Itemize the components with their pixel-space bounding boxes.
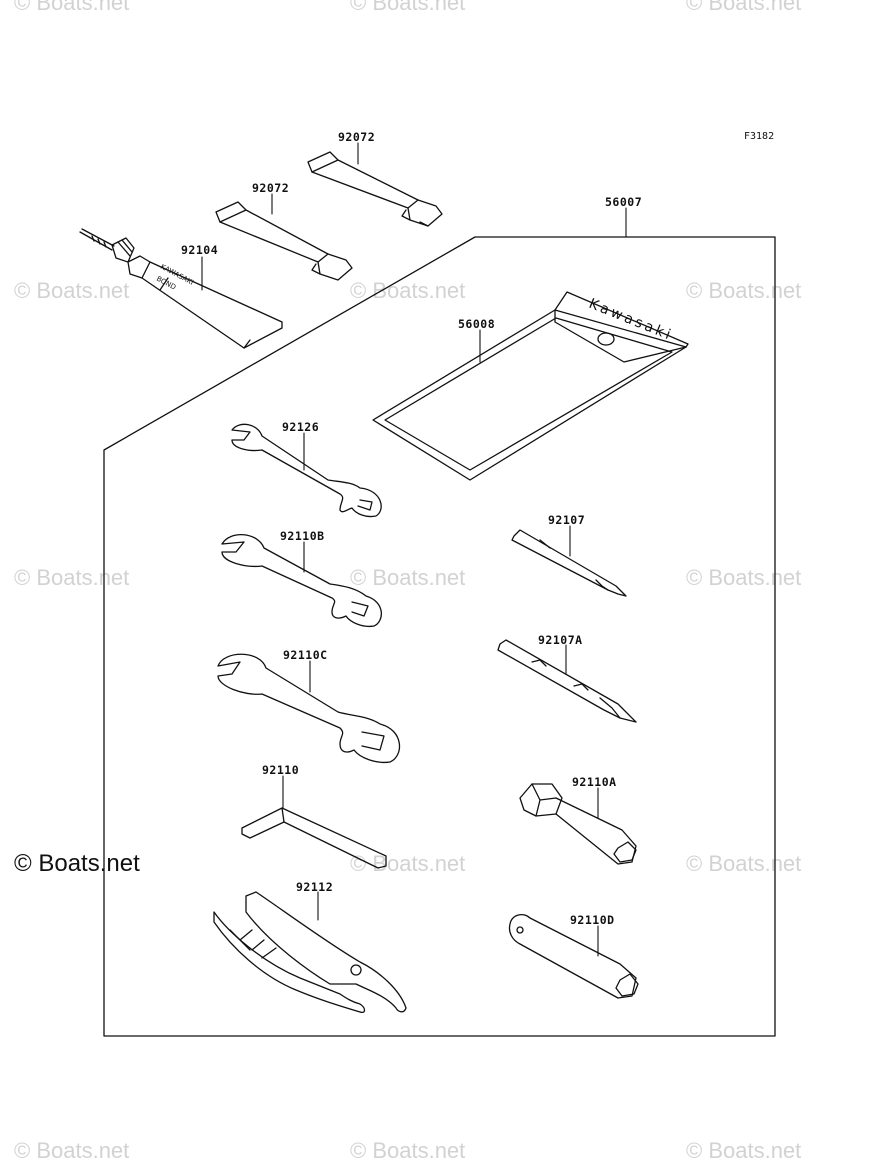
part-label-strap-upper: 92072: [338, 130, 376, 144]
part-label-bond-tube: 92104: [181, 243, 219, 257]
watermark-bottom-left: © Boats.net: [14, 1138, 130, 1163]
tool-kit-boundary: [103, 236, 776, 1037]
wrench-large-drawing: [217, 653, 401, 764]
watermark-top-center: © Boats.net: [350, 0, 466, 15]
screwdriver-bit-double-drawing: [497, 639, 637, 723]
watermark-row3-right: © Boats.net: [686, 565, 802, 590]
watermark-bottom-center: © Boats.net: [350, 1138, 466, 1163]
watermark-row2-right: © Boats.net: [686, 278, 802, 303]
part-label-screwdriver-bit: 92107: [548, 513, 586, 527]
part-label-wrench-small: 92126: [282, 420, 320, 434]
part-label-wrench-medium: 92110B: [280, 529, 325, 543]
screwdriver-bit-drawing: [511, 529, 627, 597]
wrench-small-drawing: [231, 423, 382, 518]
bond-tube-drawing: [79, 228, 283, 349]
watermark-bottom-right: © Boats.net: [686, 1138, 802, 1163]
leader-lines: [201, 142, 627, 957]
watermark-row2-left: © Boats.net: [14, 278, 130, 303]
watermark-main: © Boats.net: [14, 850, 140, 877]
part-label-hex-key: 92110: [262, 763, 300, 777]
part-label-strap-lower: 92072: [252, 181, 290, 195]
part-label-spark-plug-wrench: 92110A: [572, 775, 617, 789]
strap-lower-drawing: [215, 201, 353, 281]
part-label-tool-pouch: 56008: [458, 317, 496, 331]
tool-pouch-drawing: [372, 291, 689, 481]
watermark-top-right: © Boats.net: [686, 0, 802, 15]
part-label-wrench-large: 92110C: [283, 648, 328, 662]
box-wrench-drawing: [508, 913, 639, 999]
part-label-box-wrench: 92110D: [570, 913, 615, 927]
pliers-drawing: [213, 891, 407, 1014]
wrench-medium-drawing: [221, 534, 382, 628]
pouch-brand-text: Kawasaki: [587, 296, 676, 344]
part-label-pliers: 92112: [296, 880, 334, 894]
watermark-row2-center: © Boats.net: [350, 278, 466, 303]
watermark-row4-right: © Boats.net: [686, 851, 802, 876]
watermark-row3-center: © Boats.net: [350, 565, 466, 590]
hex-key-drawing: [241, 807, 387, 869]
part-label-screwdriver-bit-double: 92107A: [538, 633, 583, 647]
watermark-row3-left: © Boats.net: [14, 565, 130, 590]
strap-upper-drawing: [307, 151, 443, 227]
part-label-tool-kit: 56007: [605, 195, 643, 209]
spark-plug-wrench-drawing: [519, 783, 637, 865]
figure-code: F3182: [744, 131, 775, 142]
watermark-top-left: © Boats.net: [14, 0, 130, 15]
